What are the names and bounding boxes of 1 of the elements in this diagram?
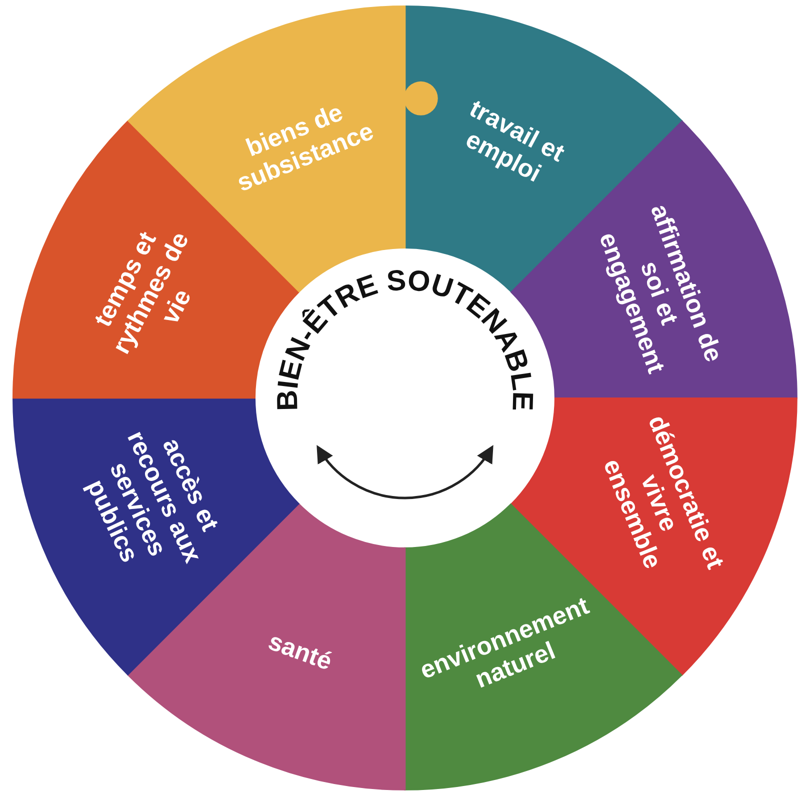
segment-label: santé xyxy=(263,626,336,678)
